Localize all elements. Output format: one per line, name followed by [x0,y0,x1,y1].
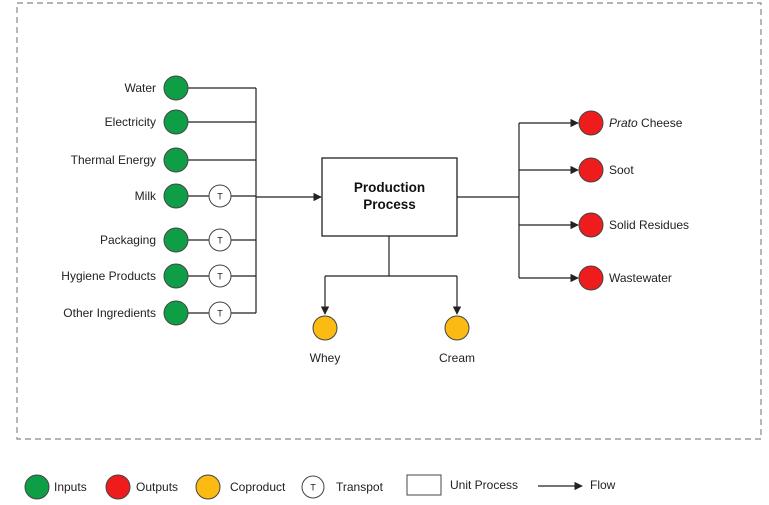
output-label: Soot [609,163,634,177]
coproduct-item: Whey [310,276,341,365]
legend: Inputs Outputs Coproduct T Transpot Unit… [24,474,616,500]
coproduct-node-circle [444,315,470,341]
output-node-circle [578,265,604,291]
input-label: Packaging [100,233,156,247]
legend-transport-symbol: T [310,483,316,493]
transport-node-symbol: T [217,192,223,202]
output-item: Soot [519,157,634,183]
output-label-text: Solid Residues [609,218,689,232]
coproduct-item: Cream [439,276,475,365]
output-label-italic: Prato [609,116,638,130]
legend-unit-process-label: Unit Process [450,478,518,492]
input-label: Electricity [105,115,156,129]
input-item: Electricity [105,109,256,135]
legend-inputs-swatch [24,474,50,500]
input-item: Water [124,75,256,101]
unit-process-box: Production Process [321,157,458,237]
transport-node-circle [208,184,232,208]
system-boundary [16,2,762,440]
input-item: Thermal Energy [71,147,256,173]
legend-transport-swatch [301,475,325,499]
output-label-text: Soot [609,163,634,177]
input-label: Hygiene Products [61,269,156,283]
output-label-text: Wastewater [609,271,672,285]
legend-coproduct-label: Coproduct [230,480,286,494]
input-node-circle [163,75,189,101]
legend-flow-label: Flow [590,478,616,492]
output-label-text: Cheese [638,116,683,130]
legend-coproduct-swatch [195,474,221,500]
output-label: Solid Residues [609,218,689,232]
transport-node-circle [208,301,232,325]
input-node-circle [163,300,189,326]
input-label: Thermal Energy [71,153,156,167]
input-node-circle [163,147,189,173]
transport-node-symbol: T [217,272,223,282]
input-label: Water [124,81,156,95]
input-node-circle [163,227,189,253]
output-item: Prato Cheese [519,110,683,136]
legend-outputs-label: Outputs [136,480,178,494]
input-label: Milk [135,189,157,203]
transport-node-circle [208,264,232,288]
transport-node-circle [208,228,232,252]
output-item: Solid Residues [519,212,689,238]
process-title-line1: Production [354,180,425,195]
legend-unit-process-swatch [406,474,442,496]
input-item: Packaging T [100,227,256,253]
input-node-circle [163,109,189,135]
coproducts-group: Whey Cream [310,276,475,365]
output-node-circle [578,212,604,238]
transport-node-symbol: T [217,309,223,319]
input-node-circle [163,183,189,209]
output-label: Wastewater [609,271,672,285]
process-title-line2: Process [363,197,416,212]
input-item: Milk T [135,183,256,209]
coproduct-node-circle [312,315,338,341]
output-label: Prato Cheese [609,116,683,130]
input-label: Other Ingredients [63,306,156,320]
legend-transport-label: Transpot [336,480,384,494]
input-item: Other Ingredients T [63,300,256,326]
coproduct-label: Whey [310,351,341,365]
legend-outputs-swatch [105,474,131,500]
transport-node-symbol: T [217,236,223,246]
output-node-circle [578,110,604,136]
output-node-circle [578,157,604,183]
input-node-circle [163,263,189,289]
legend-inputs-label: Inputs [54,480,87,494]
input-item: Hygiene Products T [61,263,256,289]
coproduct-label: Cream [439,351,475,365]
output-item: Wastewater [519,265,672,291]
